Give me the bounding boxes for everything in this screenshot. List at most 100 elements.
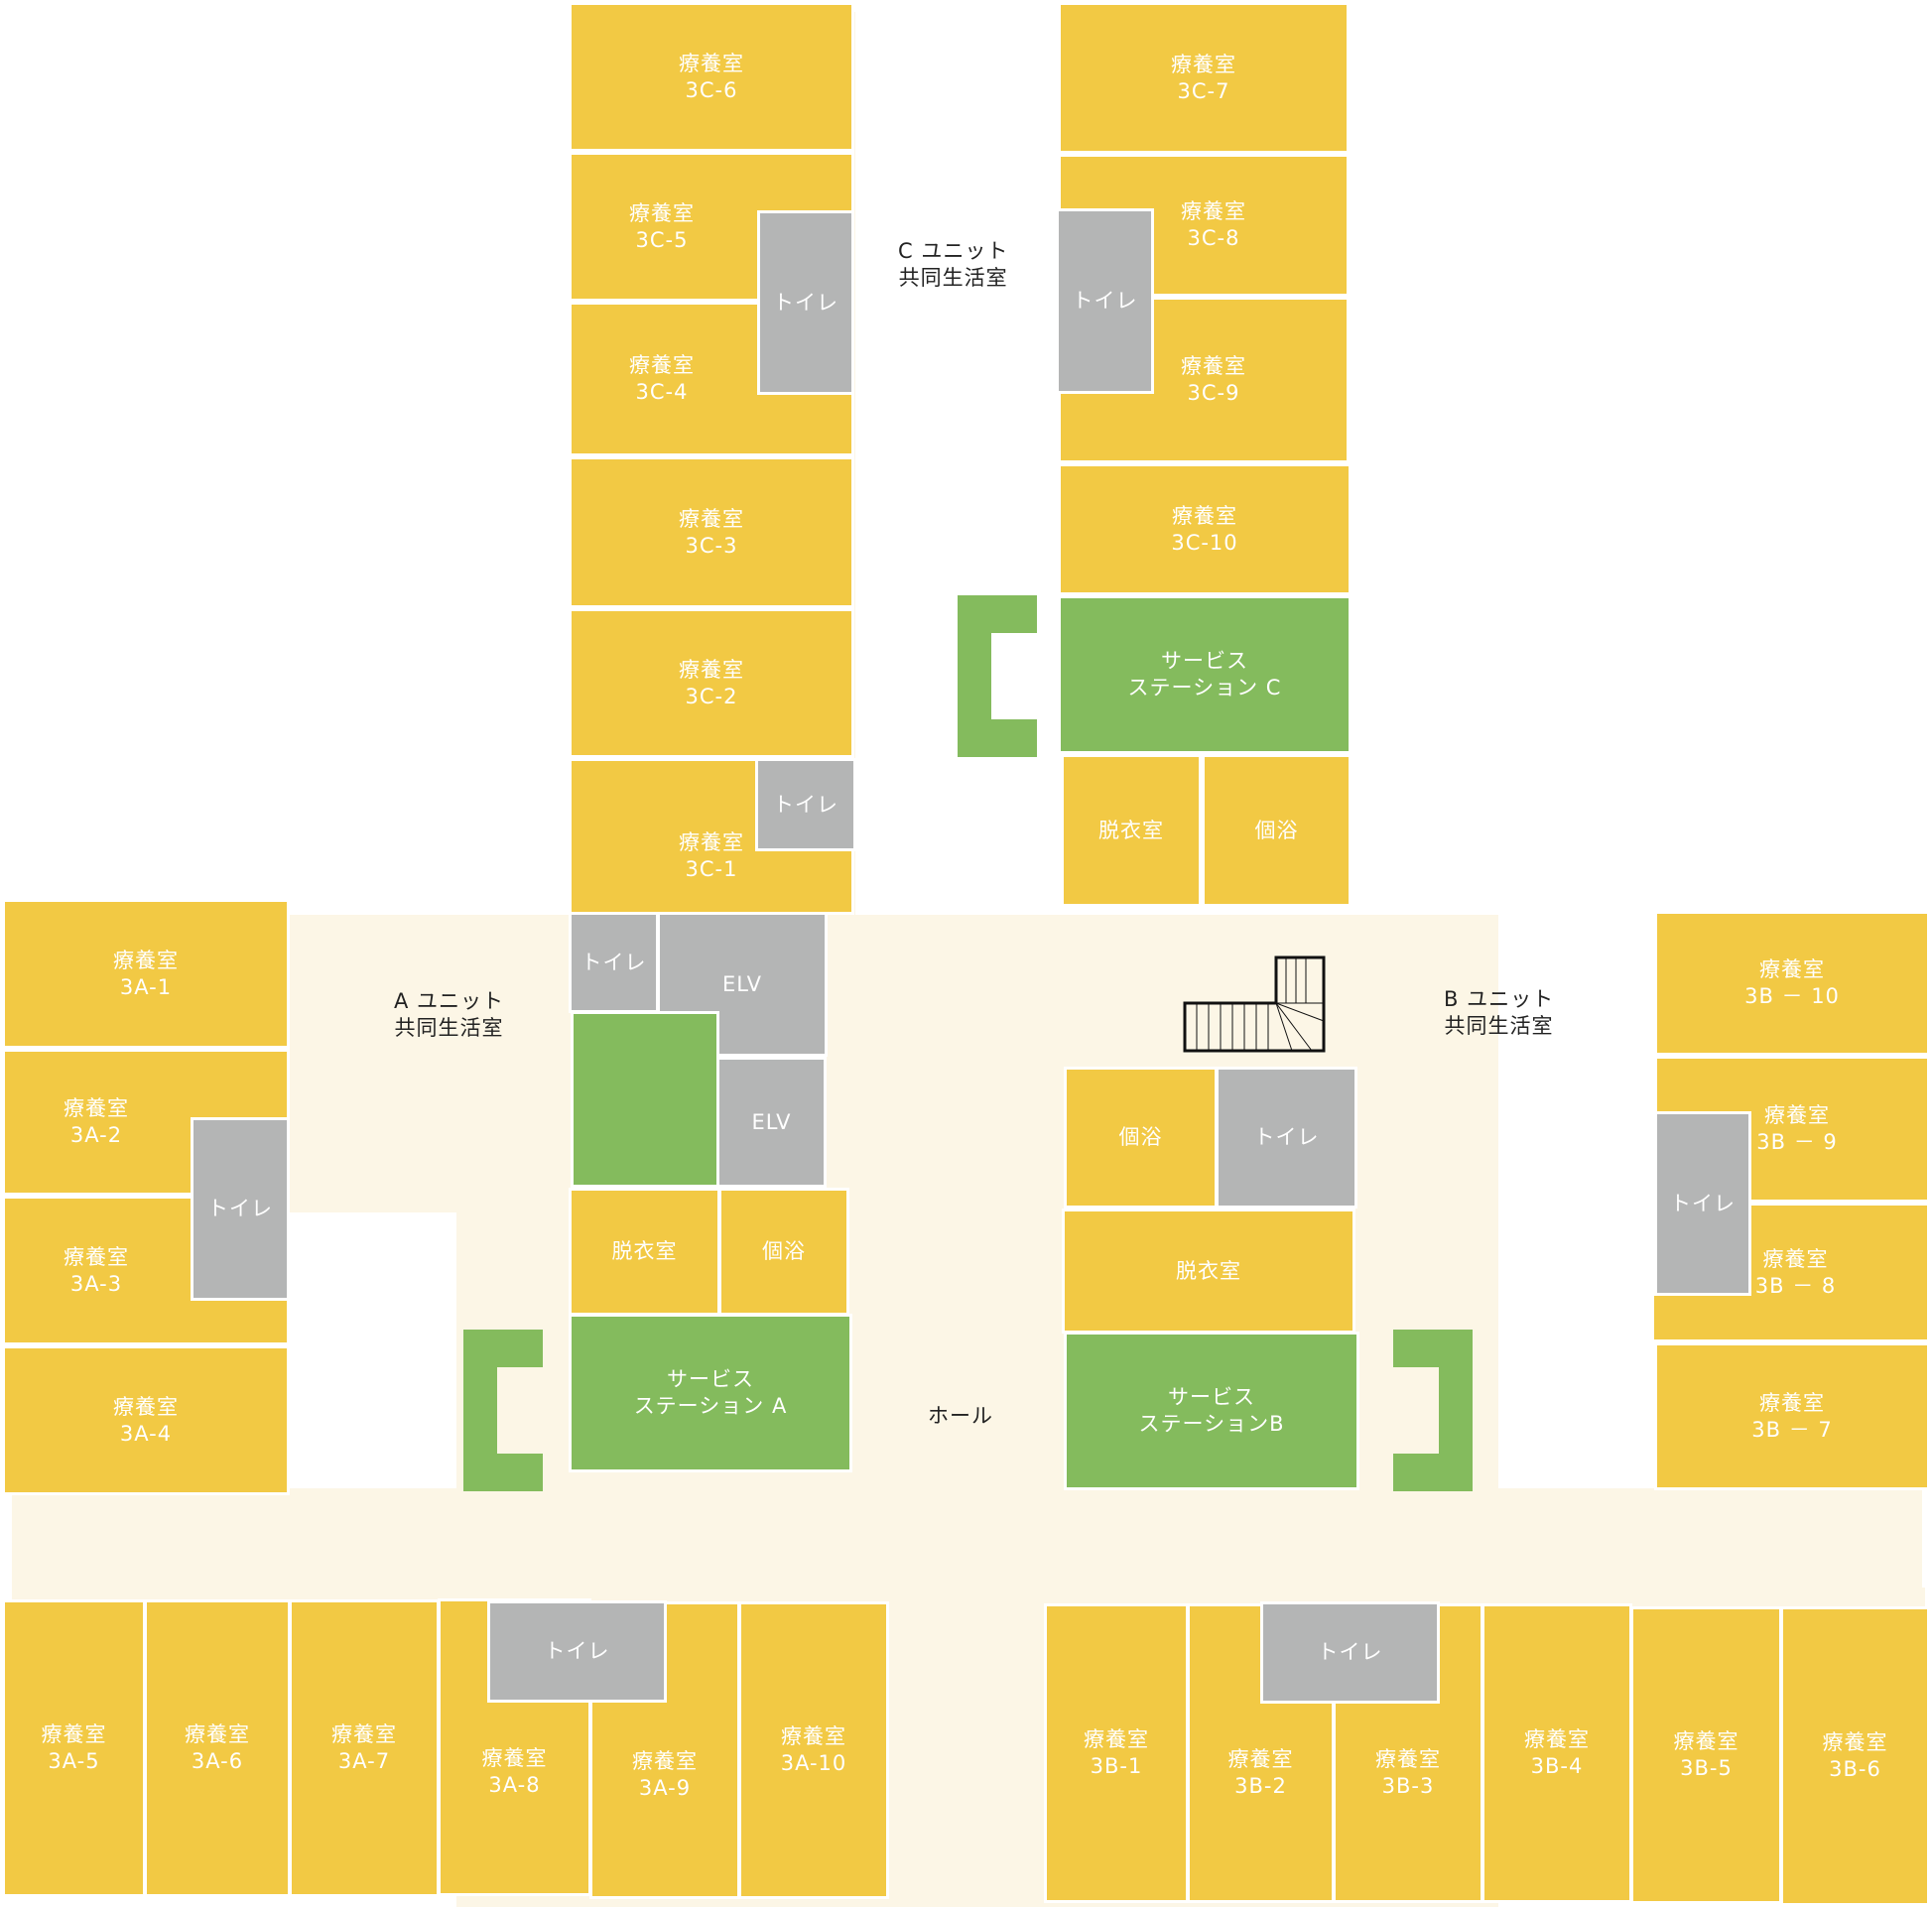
elevator-label: ELV bbox=[751, 1109, 792, 1134]
elevator-2[interactable]: ELV bbox=[716, 1057, 827, 1188]
room-name: 療養室 bbox=[1181, 199, 1246, 224]
room-code: 3A-2 bbox=[69, 1123, 123, 1147]
a-unit-common-room-label: A ユニット 共同生活室 bbox=[394, 988, 504, 1043]
room-name: 療養室 bbox=[185, 1722, 250, 1747]
service-station-a[interactable]: サービスステーション A bbox=[569, 1314, 852, 1472]
staircase-icon bbox=[1183, 955, 1326, 1053]
station-line2: ステーションB bbox=[1138, 1412, 1285, 1436]
toilet-b-bottom[interactable]: トイレ bbox=[1260, 1601, 1440, 1704]
room-name: 療養室 bbox=[1524, 1727, 1590, 1752]
dressing-room-label: 脱衣室 bbox=[611, 1239, 678, 1264]
toilet-label: トイレ bbox=[580, 950, 647, 974]
room-name: 療養室 bbox=[481, 1746, 548, 1771]
core-green-area bbox=[571, 1011, 719, 1188]
room-code: 3C-1 bbox=[685, 857, 738, 881]
room-code: 3A-10 bbox=[780, 1751, 847, 1775]
elevator-1[interactable]: ELV bbox=[657, 912, 828, 1057]
station-line1: サービス bbox=[667, 1367, 754, 1392]
room-code: 3A-7 bbox=[337, 1749, 391, 1773]
a-unit-common-room: 共同生活室 bbox=[394, 1016, 504, 1041]
dressing-room-label: 脱衣室 bbox=[1098, 818, 1164, 842]
toilet-a-left[interactable]: トイレ bbox=[191, 1117, 290, 1301]
dressing-room-b[interactable]: 脱衣室 bbox=[1062, 1209, 1355, 1334]
room-name: 療養室 bbox=[1171, 52, 1236, 76]
room-code: 3C-8 bbox=[1187, 226, 1240, 250]
room-code: 3A-9 bbox=[638, 1776, 692, 1800]
toilet-label: トイレ bbox=[544, 1639, 610, 1664]
station-line2: ステーション C bbox=[1127, 676, 1282, 700]
room-code: 3C-10 bbox=[1171, 530, 1238, 555]
station-line2: ステーション A bbox=[633, 1394, 788, 1418]
toilet-core[interactable]: トイレ bbox=[569, 912, 659, 1013]
room-code: 3A-5 bbox=[48, 1749, 100, 1773]
service-station-c[interactable]: サービスステーション C bbox=[1058, 595, 1352, 754]
room-code: 3B － 8 bbox=[1754, 1273, 1837, 1298]
private-bath-c[interactable]: 個浴 bbox=[1202, 754, 1352, 907]
room-name: 療養室 bbox=[679, 657, 744, 682]
toilet-b-core[interactable]: トイレ bbox=[1216, 1067, 1357, 1209]
station-line1: サービス bbox=[1168, 1385, 1255, 1410]
room-name: 療養室 bbox=[629, 353, 695, 378]
toilet-label: トイレ bbox=[207, 1197, 273, 1221]
room-name: 療養室 bbox=[1181, 354, 1246, 379]
room-code: 3C-2 bbox=[685, 684, 738, 708]
room-name: 療養室 bbox=[629, 200, 695, 225]
room-code: 3B － 9 bbox=[1756, 1130, 1838, 1154]
toilet-c-right[interactable]: トイレ bbox=[1056, 208, 1154, 394]
room-name: 療養室 bbox=[113, 948, 179, 972]
station-line1: サービス bbox=[1160, 649, 1248, 674]
private-bath-b[interactable]: 個浴 bbox=[1064, 1067, 1218, 1209]
toilet-label: トイレ bbox=[773, 792, 838, 817]
c-unit-common-room-label: C ユニット 共同生活室 bbox=[898, 238, 1008, 293]
room-code: 3A-1 bbox=[119, 974, 173, 999]
room-name: 療養室 bbox=[331, 1722, 397, 1747]
a-unit-name: A ユニット bbox=[394, 989, 505, 1013]
room-code: 3C-9 bbox=[1187, 381, 1240, 405]
room-code: 3B － 10 bbox=[1744, 984, 1840, 1008]
room-name: 療養室 bbox=[1763, 1103, 1830, 1128]
private-bath-label: 個浴 bbox=[762, 1239, 806, 1264]
service-station-b[interactable]: サービスステーションB bbox=[1064, 1332, 1359, 1490]
room-name: 療養室 bbox=[679, 506, 744, 531]
room-code: 3A-6 bbox=[191, 1749, 244, 1773]
toilet-label: トイレ bbox=[1253, 1125, 1320, 1150]
toilet-a-bottom[interactable]: トイレ bbox=[487, 1600, 667, 1703]
toilet-c-left[interactable]: トイレ bbox=[757, 210, 854, 395]
dressing-room-c[interactable]: 脱衣室 bbox=[1061, 754, 1202, 907]
private-bath-a[interactable]: 個浴 bbox=[718, 1188, 849, 1316]
hall-label: ホール bbox=[928, 1404, 993, 1428]
toilet-label: トイレ bbox=[773, 290, 838, 315]
toilet-label: トイレ bbox=[1317, 1640, 1383, 1665]
room-name: 療養室 bbox=[113, 1394, 179, 1419]
room-code: 3C-3 bbox=[685, 533, 738, 558]
toilet-b-right[interactable]: トイレ bbox=[1654, 1111, 1751, 1296]
toilet-label: トイレ bbox=[1670, 1191, 1736, 1215]
room-code: 3B-5 bbox=[1680, 1756, 1733, 1780]
dressing-room-a[interactable]: 脱衣室 bbox=[569, 1188, 720, 1316]
b-unit-common-room-label: B ユニット 共同生活室 bbox=[1444, 986, 1554, 1041]
station-a-counter bbox=[463, 1330, 543, 1491]
lower-corridor bbox=[12, 1488, 1922, 1607]
toilet-c-bottom[interactable]: トイレ bbox=[755, 758, 856, 851]
room-name: 療養室 bbox=[1759, 957, 1825, 982]
room-name: 療養室 bbox=[41, 1722, 107, 1747]
room-code: 3C-6 bbox=[685, 77, 738, 102]
